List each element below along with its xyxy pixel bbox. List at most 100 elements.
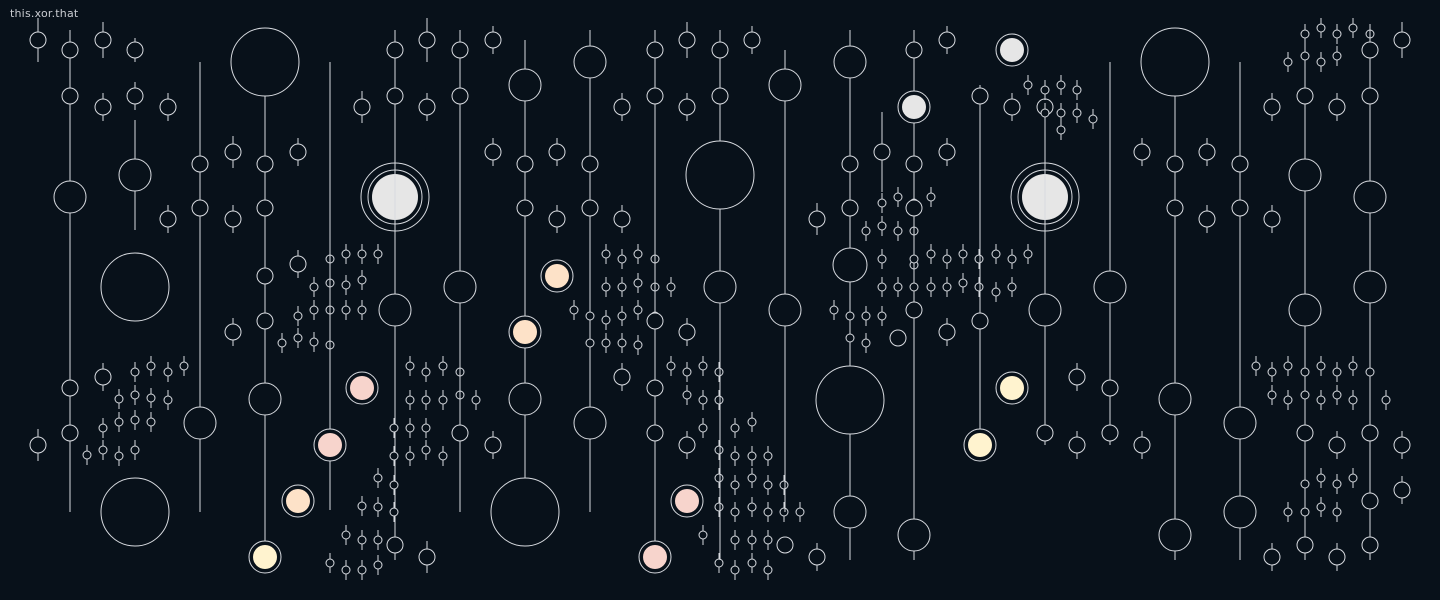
- filled-node: [968, 433, 992, 457]
- stick-node: [714, 445, 724, 455]
- site-wordmark[interactable]: this.xor.that: [10, 7, 79, 20]
- node-circle: [971, 312, 989, 330]
- node-circle: [646, 379, 664, 397]
- stick-node: [389, 507, 399, 517]
- stick-node: [1381, 395, 1391, 405]
- stick-node: [747, 451, 757, 461]
- node-circle: [685, 140, 755, 210]
- stick-node: [126, 87, 144, 105]
- filled-node: [675, 489, 699, 513]
- stick-node: [893, 282, 903, 292]
- node-circle: [971, 87, 989, 105]
- node-circle: [646, 87, 664, 105]
- stick-node: [763, 451, 773, 461]
- stick-node: [666, 361, 676, 371]
- stick-node: [730, 565, 740, 575]
- filled-node: [253, 545, 277, 569]
- stick-node: [730, 507, 740, 517]
- stick-node: [1263, 548, 1281, 566]
- node-circle: [905, 301, 923, 319]
- stick-node: [877, 282, 887, 292]
- stick-node: [548, 143, 566, 161]
- stick-node: [418, 548, 436, 566]
- node-circle: [248, 382, 282, 416]
- stick-node: [1267, 367, 1277, 377]
- stick-node: [730, 535, 740, 545]
- node-circle: [191, 199, 209, 217]
- stick-node: [224, 323, 242, 341]
- stick-node: [1283, 57, 1293, 67]
- stick-node: [309, 337, 319, 347]
- node-circle: [841, 199, 859, 217]
- node-circle: [1353, 270, 1387, 304]
- stick-node: [1328, 436, 1346, 454]
- stick-node: [421, 367, 431, 377]
- stick-node: [309, 305, 319, 315]
- stick-node: [289, 255, 307, 273]
- node-circle: [508, 382, 542, 416]
- stick-node: [1348, 395, 1358, 405]
- stick-node: [1300, 390, 1310, 400]
- stick-node: [1316, 23, 1326, 33]
- node-circle: [581, 199, 599, 217]
- node-circle: [1296, 536, 1314, 554]
- node-circle: [889, 329, 907, 347]
- stick-node: [1056, 125, 1066, 135]
- filled-node: [643, 545, 667, 569]
- node-circle: [1361, 492, 1379, 510]
- node-circle: [256, 155, 274, 173]
- node-circle: [516, 199, 534, 217]
- stick-node: [1393, 481, 1411, 499]
- stick-node: [373, 502, 383, 512]
- stick-node: [808, 210, 826, 228]
- stick-node: [130, 445, 140, 455]
- stick-node: [1348, 473, 1358, 483]
- node-circle: [61, 87, 79, 105]
- stick-node: [958, 249, 968, 259]
- stick-node: [763, 480, 773, 490]
- node-circle: [573, 45, 607, 79]
- stick-node: [357, 565, 367, 575]
- node-circle: [1028, 293, 1062, 327]
- stick-node: [1072, 108, 1082, 118]
- node-circle: [1231, 155, 1249, 173]
- node-circle: [191, 155, 209, 173]
- stick-node: [418, 31, 436, 49]
- stick-node: [1023, 80, 1033, 90]
- stick-node: [1263, 98, 1281, 116]
- stick-node: [389, 451, 399, 461]
- stick-node: [1300, 507, 1310, 517]
- node-circle: [1158, 382, 1192, 416]
- stick-node: [678, 98, 696, 116]
- node-circle: [815, 365, 885, 435]
- stick-node: [163, 395, 173, 405]
- stick-node: [730, 480, 740, 490]
- stick-node: [1003, 98, 1021, 116]
- filled-node: [318, 433, 342, 457]
- stick-node: [926, 192, 936, 202]
- node-circle: [646, 424, 664, 442]
- filled-node: [513, 320, 537, 344]
- stick-node: [795, 507, 805, 517]
- stick-node: [484, 436, 502, 454]
- stick-node: [1068, 436, 1086, 454]
- stick-node: [1007, 282, 1017, 292]
- stick-node: [1328, 548, 1346, 566]
- stick-node: [130, 415, 140, 425]
- stick-node: [779, 507, 789, 517]
- stick-node: [146, 417, 156, 427]
- stick-node: [357, 249, 367, 259]
- node-circle: [386, 87, 404, 105]
- stick-node: [357, 535, 367, 545]
- stick-node: [974, 254, 984, 264]
- stick-node: [548, 210, 566, 228]
- stick-node: [1300, 51, 1310, 61]
- stick-node: [942, 254, 952, 264]
- node-circle: [1361, 424, 1379, 442]
- node-circle: [1288, 158, 1322, 192]
- stick-node: [325, 558, 335, 568]
- node-circle: [508, 68, 542, 102]
- stick-node: [926, 282, 936, 292]
- stick-node: [1316, 502, 1326, 512]
